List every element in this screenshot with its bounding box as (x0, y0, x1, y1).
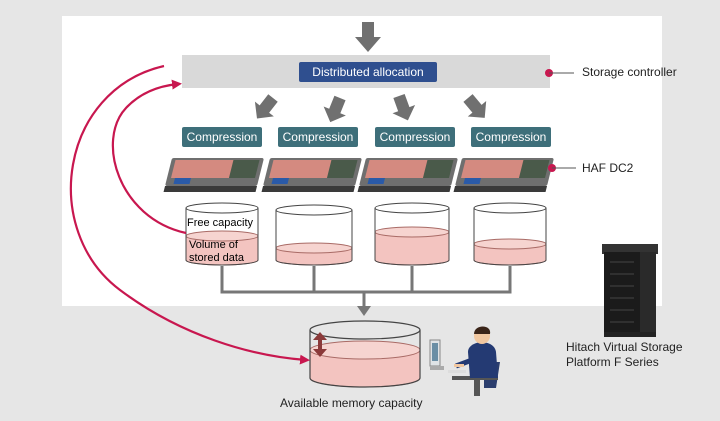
module-cylinder (473, 202, 547, 266)
stored-data-label-line1: Volume of (189, 239, 238, 251)
compression-label-2: Compression (278, 127, 358, 147)
free-capacity-label: Free capacity (187, 217, 254, 229)
flash-module (261, 158, 362, 192)
storage-controller-callout: Storage controller (582, 65, 677, 79)
distribution-arrows (254, 93, 487, 123)
stored-data-label-line2: stored data (189, 252, 245, 264)
server-rack-icon (602, 244, 658, 337)
product-name-line2: Platform F Series (566, 355, 659, 369)
compression-label-4: Compression (471, 127, 551, 147)
flash-module (453, 158, 554, 192)
memory-pool-cylinder (309, 320, 421, 388)
module-callout-marker (548, 164, 576, 172)
flash-module (357, 158, 458, 192)
controller-callout-marker (545, 69, 574, 77)
pool-caption: Available memory capacity (280, 396, 423, 410)
product-name-line1: Hitach Virtual Storage (566, 340, 683, 354)
capacity-double-arrow (313, 332, 327, 357)
compression-label-3: Compression (375, 127, 455, 147)
aggregation-lines (220, 266, 512, 308)
user-at-computer-icon (429, 326, 500, 396)
pool-feedback-arrow (69, 64, 310, 365)
distributed-allocation-label: Distributed allocation (299, 62, 437, 82)
flash-modules (163, 158, 554, 192)
module-cylinder (275, 204, 353, 266)
flash-module (163, 158, 264, 192)
input-arrow (355, 22, 381, 52)
compression-label-1: Compression (182, 127, 262, 147)
module-cylinder (374, 202, 450, 266)
free-capacity-feedback-arrow (111, 79, 187, 235)
haf-module-callout: HAF DC2 (582, 161, 634, 175)
module-cylinder (185, 202, 259, 266)
aggregation-arrowhead (357, 306, 371, 316)
